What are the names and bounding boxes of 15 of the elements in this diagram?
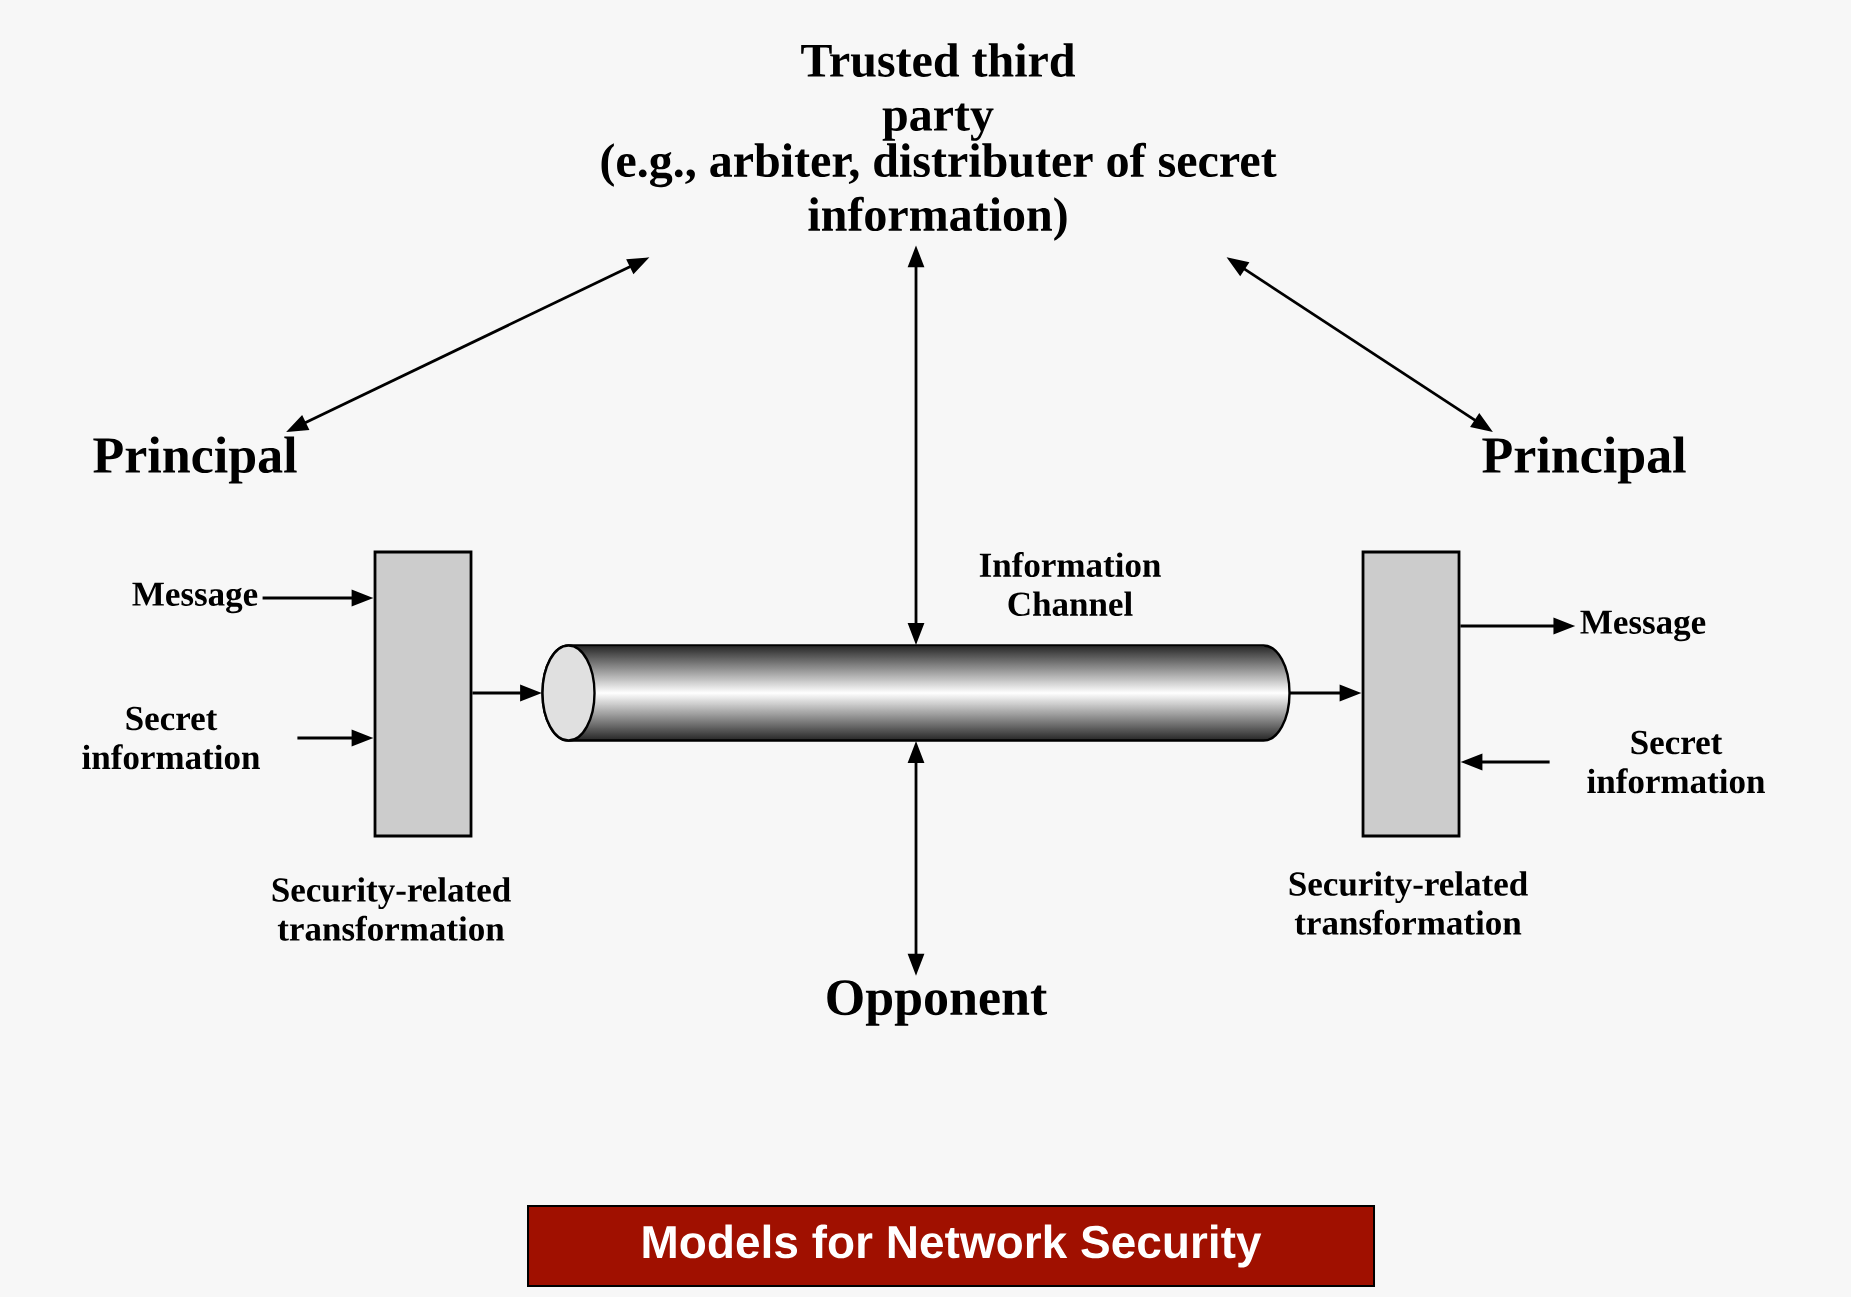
channel-cylinder (541, 644, 1291, 742)
label-text: Message (132, 582, 258, 614)
label-text: Principal (1482, 436, 1686, 484)
heading-text: Trusted third party (e.g., arbiter, distributer of secret information) (601, 43, 1277, 241)
caption-text: Security-related transformation (272, 877, 511, 941)
label-text: Secret information (1587, 730, 1765, 794)
caption-text: Security-related transformation (1289, 871, 1528, 935)
transformation-box (1361, 550, 1461, 838)
caption-text: Information Channel (979, 552, 1161, 616)
caption-banner: Models for Network Security (527, 1205, 1375, 1287)
label-text: Principal (93, 436, 297, 484)
transformation-box (373, 550, 473, 838)
label-text: Message (1580, 610, 1706, 642)
label-text: Secret information (82, 706, 260, 770)
label-text: Opponent (827, 980, 1048, 1026)
